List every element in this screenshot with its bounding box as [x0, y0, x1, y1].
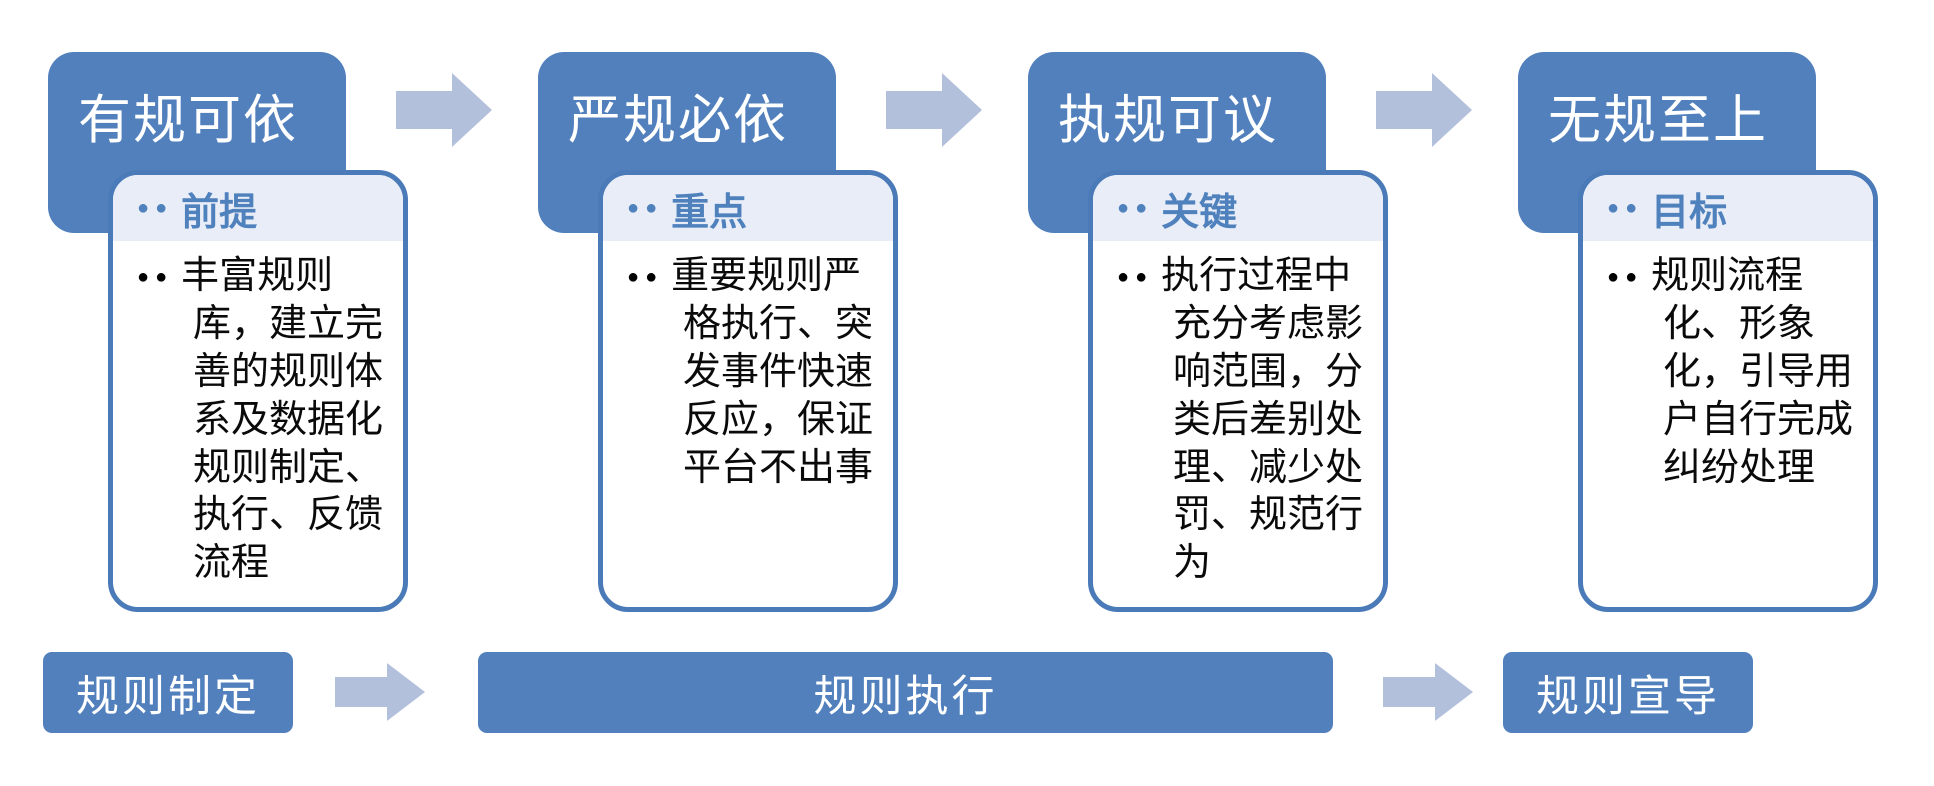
bullet-marker-icon: ●● [627, 266, 664, 288]
bullet-marker-icon: ●● [1117, 266, 1154, 288]
stage-title: 严规必依 [568, 91, 788, 150]
stage-detail-card-1: ●● 前提 ●● 丰富规则库，建立完善的规则体系及数据化规则制定、执行、反馈流程 [108, 170, 408, 612]
bullet-marker-icon: ●● [1117, 196, 1154, 219]
flow-arrow-icon [1383, 663, 1473, 721]
stage-description-4: ●● 规则流程化、形象化，引导用户自行完成纠纷处理 [1607, 253, 1861, 492]
bullet-marker-icon: ●● [137, 196, 174, 219]
stage-tag-label: 前提 [181, 191, 258, 234]
bullet-marker-icon: ●● [627, 196, 664, 219]
phase-label: 规则宣导 [1536, 672, 1720, 721]
stage-detail-card-4: ●● 目标 ●● 规则流程化、形象化，引导用户自行完成纠纷处理 [1578, 170, 1878, 612]
stage-tag-strip-3: ●● 关键 [1093, 175, 1383, 241]
stage-description-text: 丰富规则库，建立完善的规则体系及数据化规则制定、执行、反馈流程 [181, 255, 384, 585]
flow-arrow-icon [1376, 73, 1472, 147]
stage-tag-strip-4: ●● 目标 [1583, 175, 1873, 241]
stage-description-text: 重要规则严格执行、突发事件快速反应，保证平台不出事 [671, 255, 874, 489]
stage-tag-strip-2: ●● 重点 [603, 175, 893, 241]
stage-description-text: 规则流程化、形象化，引导用户自行完成纠纷处理 [1651, 255, 1854, 489]
phase-box-rule-making: 规则制定 [43, 652, 293, 733]
phase-label: 规则执行 [813, 672, 998, 721]
stage-title: 执规可议 [1058, 91, 1278, 150]
stage-description-text: 执行过程中充分考虑影响范围，分类后差别处理、减少处罚、规范行为 [1161, 255, 1364, 585]
stage-tag-label: 重点 [671, 191, 748, 234]
stage-description-3: ●● 执行过程中充分考虑影响范围，分类后差别处理、减少处罚、规范行为 [1117, 253, 1371, 588]
stage-description-2: ●● 重要规则严格执行、突发事件快速反应，保证平台不出事 [627, 253, 881, 492]
stage-title: 无规至上 [1548, 91, 1768, 150]
bullet-marker-icon: ●● [1607, 266, 1644, 288]
stage-title: 有规可依 [78, 91, 298, 150]
flow-arrow-icon [886, 73, 982, 147]
stage-tag-strip-1: ●● 前提 [113, 175, 403, 241]
flow-arrow-icon [396, 73, 492, 147]
bullet-marker-icon: ●● [1607, 196, 1644, 219]
flow-arrow-icon [335, 663, 425, 721]
stage-description-1: ●● 丰富规则库，建立完善的规则体系及数据化规则制定、执行、反馈流程 [137, 253, 391, 588]
phase-label: 规则制定 [76, 672, 260, 721]
stage-detail-card-2: ●● 重点 ●● 重要规则严格执行、突发事件快速反应，保证平台不出事 [598, 170, 898, 612]
phase-box-rule-promotion: 规则宣导 [1503, 652, 1753, 733]
bullet-marker-icon: ●● [137, 266, 174, 288]
stage-tag-label: 关键 [1161, 191, 1238, 234]
stage-detail-card-3: ●● 关键 ●● 执行过程中充分考虑影响范围，分类后差别处理、减少处罚、规范行为 [1088, 170, 1388, 612]
phase-box-rule-execution: 规则执行 [478, 652, 1333, 733]
stage-tag-label: 目标 [1651, 191, 1728, 234]
